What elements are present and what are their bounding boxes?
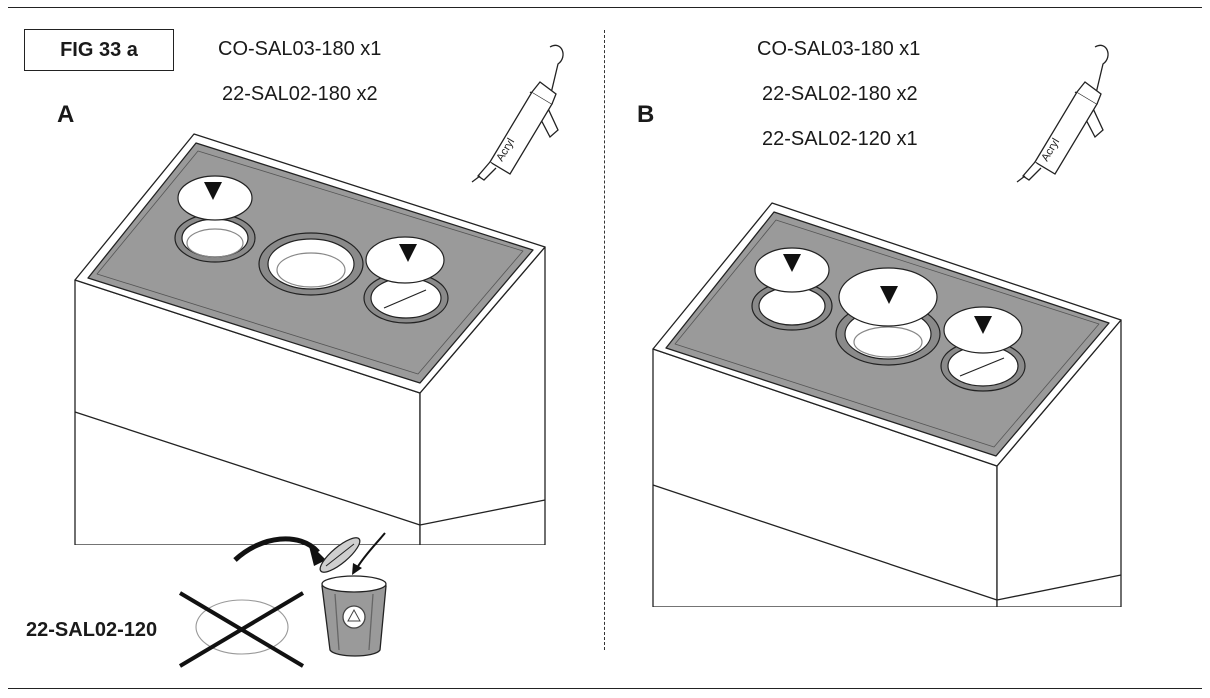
discarded-cap-icon (319, 537, 361, 573)
crossed-out-seal-icon (178, 591, 305, 668)
port-b-left (751, 281, 833, 331)
port-b-right (940, 340, 1026, 392)
panel-b-part-2: 22-SAL02-180 x2 (762, 83, 918, 105)
panel-b-letter: B (637, 101, 655, 128)
panel-a-letter: A (57, 101, 75, 128)
panel-a-part-2: 22-SAL02-180 x2 (222, 83, 378, 105)
figure-label: FIG 33 a (24, 29, 174, 71)
seal-cap-a-1 (177, 175, 253, 221)
top-rule (8, 7, 1202, 8)
port-a-center-open (258, 232, 364, 296)
housing-a (74, 133, 546, 546)
seal-cap-a-2 (365, 236, 445, 284)
recycle-bin-icon (321, 575, 387, 657)
housing-b (652, 202, 1122, 608)
port-a-left-open (174, 213, 256, 263)
bottom-rule (8, 688, 1202, 689)
sealant-gun-icon: Acryl (1016, 44, 1109, 183)
into-bin-arrow-icon (356, 532, 386, 569)
sealant-gun-icon: Acryl (471, 44, 564, 183)
discard-part-label: 22-SAL02-120 (26, 619, 158, 641)
panel-divider (604, 30, 605, 650)
port-a-right-open (363, 272, 449, 324)
panel-b-part-3: 22-SAL02-120 x1 (762, 128, 918, 150)
panel-b-part-1: CO-SAL03-180 x1 (757, 38, 921, 60)
panel-a-part-1: CO-SAL03-180 x1 (218, 38, 382, 60)
